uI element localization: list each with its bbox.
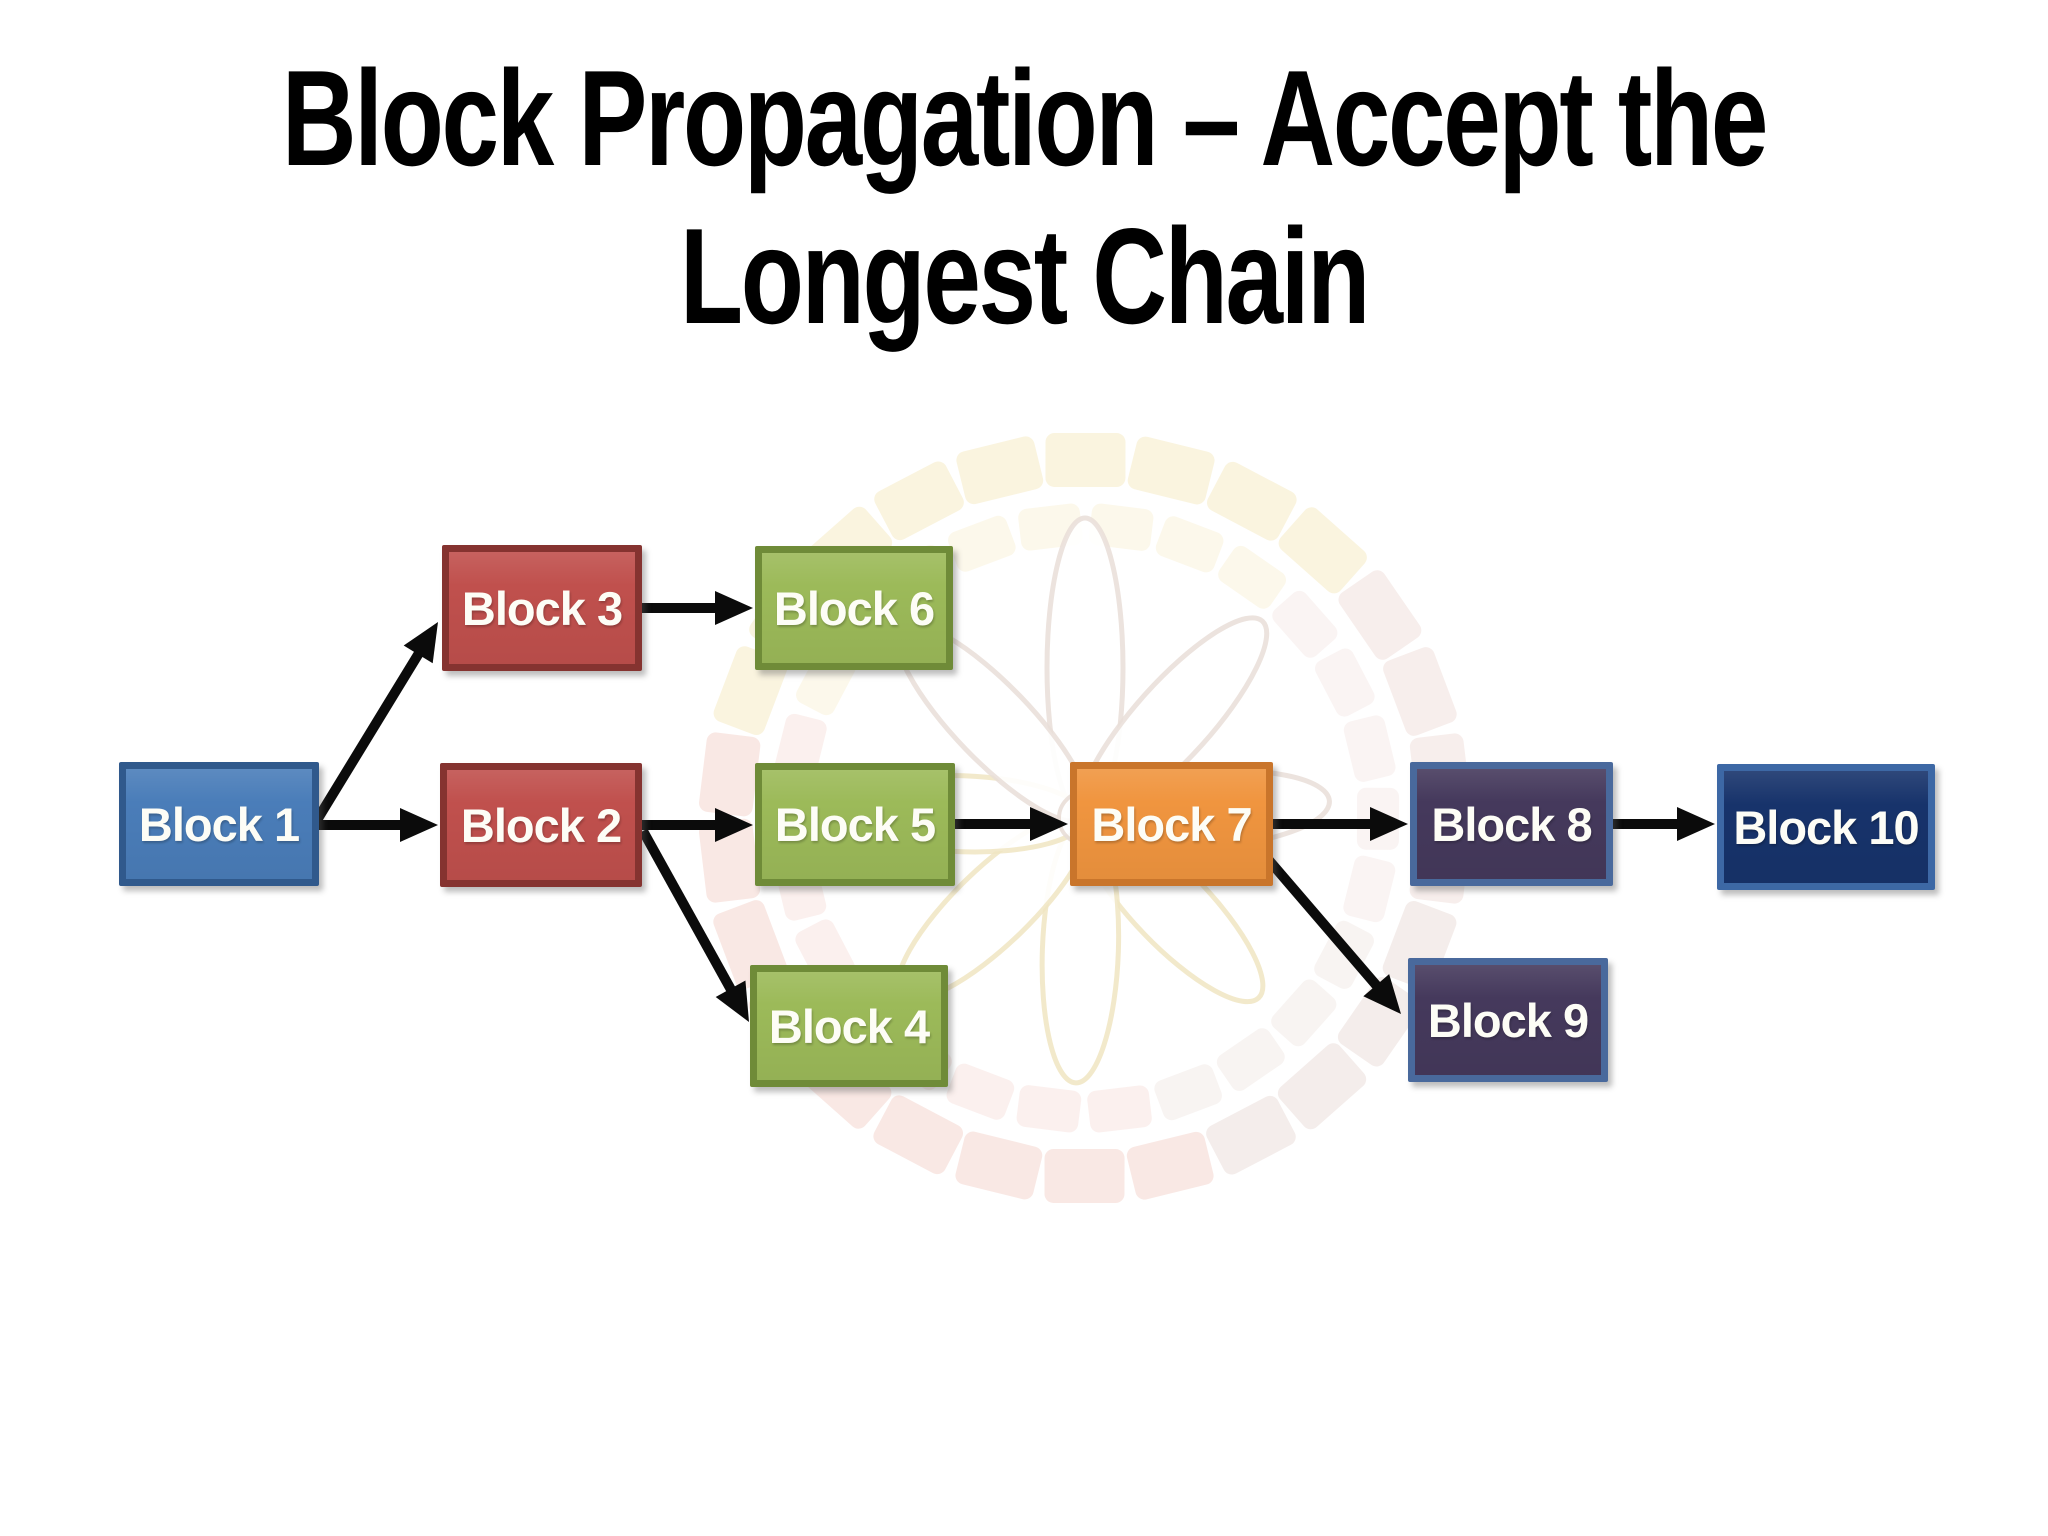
watermark-ring-dash xyxy=(1277,1043,1367,1130)
arrowhead xyxy=(400,808,438,842)
node-block1: Block 1 xyxy=(119,762,319,886)
watermark-ring-dash xyxy=(955,1131,1043,1200)
arrowhead xyxy=(715,980,749,1022)
node-label: Block 9 xyxy=(1427,993,1589,1047)
watermark-ring-dash xyxy=(1216,1028,1285,1091)
arrowhead xyxy=(1363,974,1401,1014)
arrowhead xyxy=(715,591,753,625)
title-line-2: Longest Chain xyxy=(679,199,1370,352)
arrow-shaft xyxy=(1263,854,1384,993)
watermark-ring-dash xyxy=(1338,570,1422,660)
node-label: Block 8 xyxy=(1431,797,1592,851)
node-label: Block 10 xyxy=(1733,800,1919,854)
arrowhead xyxy=(403,622,438,664)
arrow-block7-to-block9 xyxy=(1263,854,1401,1014)
node-block5: Block 5 xyxy=(755,763,955,886)
node-block9: Block 9 xyxy=(1408,958,1608,1082)
arrow-shaft xyxy=(638,828,738,997)
arrow-shaft xyxy=(312,646,426,823)
watermark-ring-dash xyxy=(1218,545,1287,609)
node-label: Block 6 xyxy=(773,581,935,635)
watermark-ring-dash xyxy=(956,436,1044,505)
arrow-block5-to-block7 xyxy=(955,807,1068,841)
node-block3: Block 3 xyxy=(442,545,642,671)
watermark-ring-dash xyxy=(1044,1148,1125,1204)
watermark-ring-dash xyxy=(1045,432,1126,488)
title-line-1: Block Propagation – Accept the xyxy=(281,42,1769,194)
watermark-ring-dash xyxy=(1383,647,1457,736)
arrowhead xyxy=(1677,807,1715,841)
watermark-ring-dash xyxy=(1206,1095,1296,1175)
node-block7: Block 7 xyxy=(1070,762,1273,886)
node-block6: Block 6 xyxy=(755,546,953,670)
node-block10: Block 10 xyxy=(1717,764,1935,890)
watermark-ring-dash xyxy=(1155,516,1224,573)
node-block4: Block 4 xyxy=(750,965,948,1087)
slide-title: Block Propagation – Accept the Longest C… xyxy=(246,40,1802,356)
watermark-ring-dash xyxy=(873,1095,964,1175)
watermark-ring-dash xyxy=(1016,1085,1082,1133)
arrow-block1-to-block2 xyxy=(319,808,438,842)
watermark-ring-dash xyxy=(1337,977,1421,1067)
watermark-ring-dash xyxy=(1343,855,1396,923)
watermark-ring-dash xyxy=(1154,1064,1222,1121)
node-label: Block 4 xyxy=(768,999,930,1053)
watermark-ring-dash xyxy=(698,818,761,903)
node-label: Block 7 xyxy=(1091,797,1252,851)
watermark-ring-dash xyxy=(699,732,761,817)
node-block8: Block 8 xyxy=(1410,762,1613,886)
arrowhead xyxy=(1030,807,1068,841)
watermark-ring-dash xyxy=(1127,436,1215,505)
arrow-block3-to-block6 xyxy=(642,591,753,625)
arrow-block7-to-block8 xyxy=(1273,807,1408,841)
watermark-ring-dash xyxy=(1343,715,1396,782)
node-block2: Block 2 xyxy=(440,763,642,887)
watermark-ring-dash xyxy=(874,461,964,541)
watermark-ring-dash xyxy=(948,515,1016,572)
watermark-ring-dash xyxy=(946,1063,1015,1120)
watermark-ring-dash xyxy=(1206,461,1297,541)
watermark-ring-dash xyxy=(1271,979,1337,1047)
arrow-block1-to-block3 xyxy=(312,622,438,823)
watermark-ring-dash xyxy=(1278,507,1367,594)
node-label: Block 2 xyxy=(460,798,622,852)
node-label: Block 5 xyxy=(774,798,936,851)
node-label: Block 1 xyxy=(138,797,300,851)
watermark-ring-dash xyxy=(1314,648,1375,717)
watermark-ring-dash xyxy=(1087,1085,1152,1133)
arrow-block2-to-block5 xyxy=(642,808,753,842)
watermark-ring-dash xyxy=(1272,590,1338,658)
watermark-ring-dash xyxy=(1126,1131,1214,1200)
arrowhead xyxy=(1370,807,1408,841)
arrowhead xyxy=(715,808,753,842)
node-label: Block 3 xyxy=(461,581,623,635)
arrow-block2-to-block4 xyxy=(638,828,749,1022)
arrow-block8-to-block10 xyxy=(1613,807,1715,841)
